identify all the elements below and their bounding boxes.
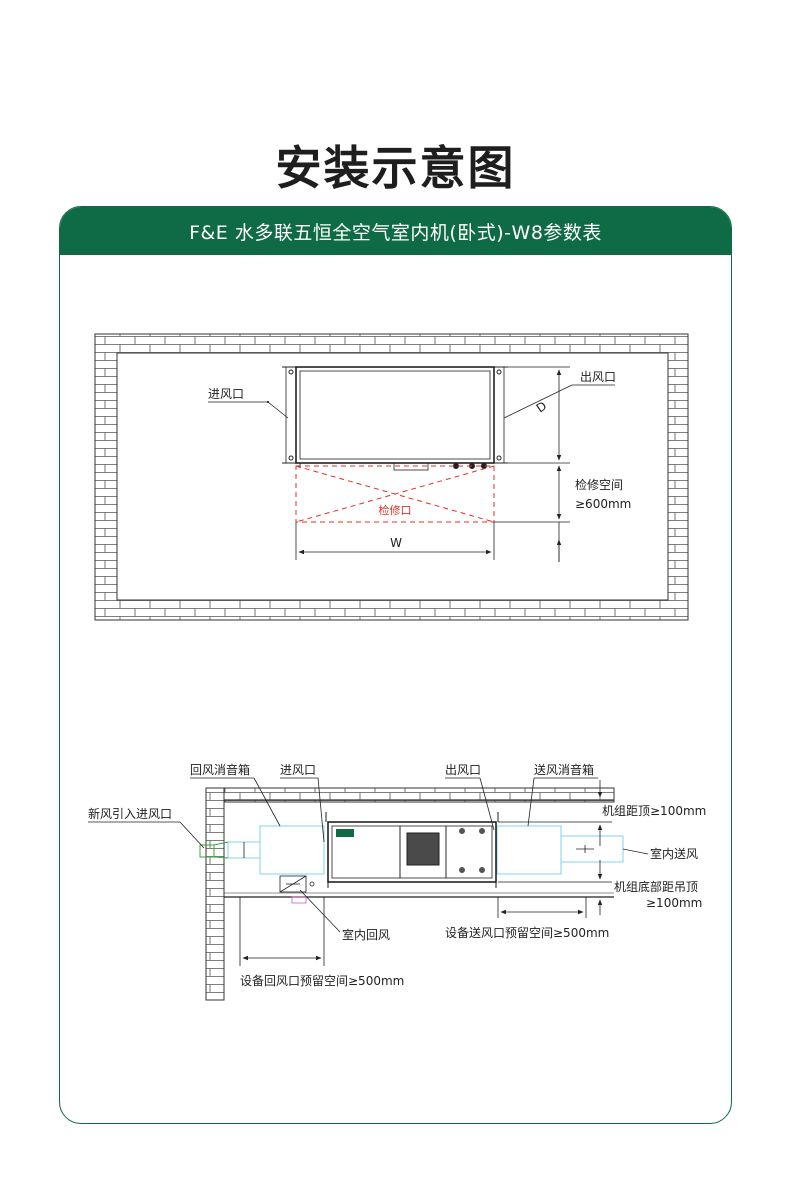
bottom-clearance-label: 机组底部距吊顶 bbox=[614, 879, 698, 894]
width-label: W bbox=[390, 536, 402, 550]
clearance-dimensions bbox=[498, 780, 612, 915]
outlet-leader bbox=[503, 384, 573, 419]
diagram-card: F&E 水多联五恒全空气室内机(卧式)-W8参数表 bbox=[59, 206, 732, 1124]
bottom-clearance-value: ≥100mm bbox=[646, 896, 702, 910]
supply-reserve-dimension bbox=[497, 897, 587, 918]
unit-top-view bbox=[282, 366, 508, 471]
card-header: F&E 水多联五恒全空气室内机(卧式)-W8参数表 bbox=[60, 207, 731, 255]
supply-silencer-box bbox=[496, 825, 562, 875]
top-clearance-label: 机组距顶≥100mm bbox=[602, 804, 706, 818]
brick-wall-side bbox=[205, 787, 225, 1001]
top-diagram: 检修口 W 检修空间 ≥600mm D 进风口 出风口 bbox=[94, 333, 689, 621]
bottom-diagram: 回风消音箱 进风口 出风口 送风消音箱 新风引入进风口 机组距顶≥100mm 室… bbox=[88, 762, 706, 1001]
inlet-label: 进风口 bbox=[208, 387, 244, 401]
indoor-return-label: 室内回风 bbox=[342, 927, 390, 942]
fresh-air-label: 新风引入进风口 bbox=[88, 806, 172, 821]
bottom-outlet-label: 出风口 bbox=[445, 763, 481, 777]
inlet-leader bbox=[266, 400, 289, 419]
supply-silencer-label: 送风消音箱 bbox=[534, 762, 594, 777]
access-port-label: 检修口 bbox=[379, 503, 412, 517]
supply-reserve-label: 设备送风口预留空间≥500mm bbox=[445, 925, 609, 940]
access-port-label-bg bbox=[372, 502, 418, 518]
return-reserve-label: 设备回风口预留空间≥500mm bbox=[240, 974, 404, 988]
outlet-label: 出风口 bbox=[580, 370, 616, 384]
brick-wall bbox=[94, 333, 689, 621]
return-silencer-box bbox=[259, 825, 325, 875]
ceiling-slab bbox=[223, 787, 615, 803]
return-grille bbox=[279, 875, 315, 893]
return-silencer-label: 回风消音箱 bbox=[190, 762, 250, 777]
depth-label: D bbox=[534, 399, 550, 416]
bottom-inlet-label: 进风口 bbox=[280, 763, 316, 777]
maintenance-space-value: ≥600mm bbox=[575, 497, 631, 511]
maintenance-space-label: 检修空间 bbox=[575, 477, 623, 492]
maintenance-dimension bbox=[494, 366, 570, 562]
width-dimension bbox=[295, 522, 495, 560]
indoor-supply-label: 室内送风 bbox=[650, 846, 698, 861]
page-title: 安装示意图 bbox=[275, 141, 516, 195]
unit-side-view bbox=[325, 812, 499, 888]
fresh-air-inlet bbox=[199, 841, 229, 859]
access-port-outline bbox=[295, 465, 495, 523]
return-reserve-dimension bbox=[239, 897, 325, 966]
